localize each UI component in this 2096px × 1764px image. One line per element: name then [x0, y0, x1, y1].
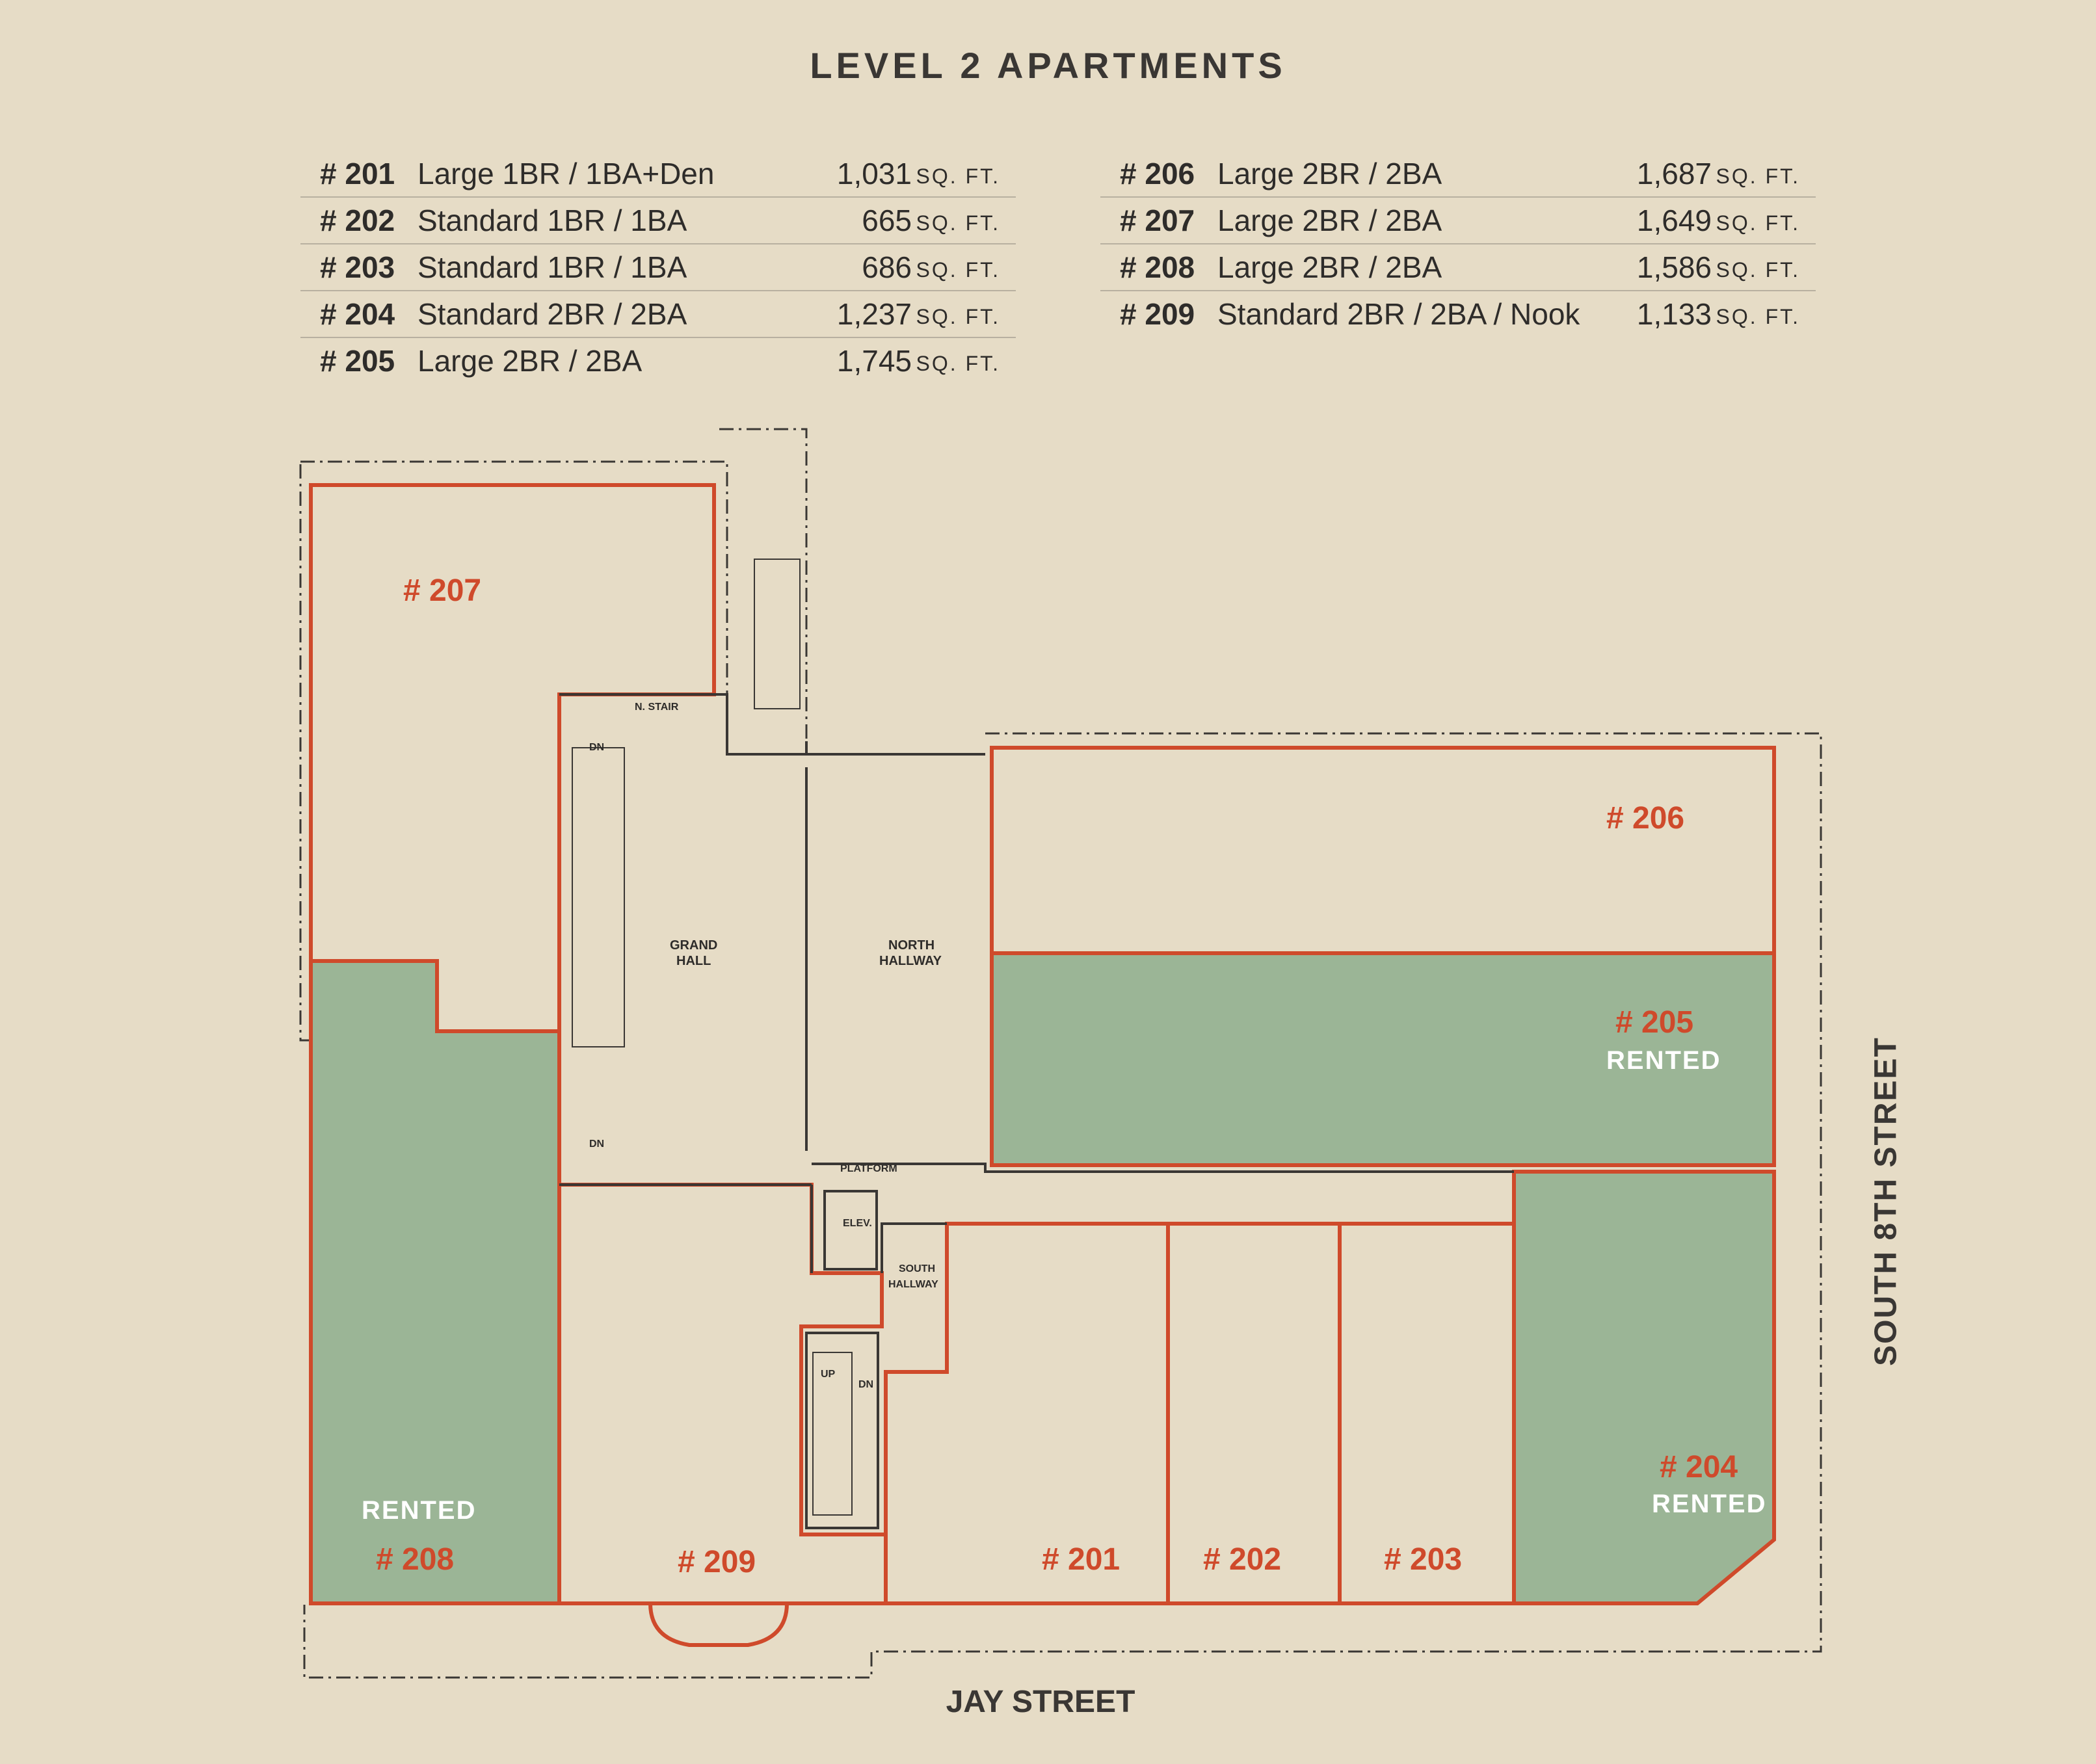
unit-type: Standard 1BR / 1BA: [418, 250, 687, 284]
unit-label-206: # 206: [1606, 801, 1684, 836]
unit-number: # 202: [320, 204, 395, 237]
unit-sqft: 686: [862, 250, 912, 284]
rented-label-204: RENTED: [1652, 1490, 1766, 1518]
unit-row-209: # 209 Standard 2BR / 2BA / Nook 1,133 SQ…: [1100, 291, 1816, 337]
unit-number: # 208: [1120, 250, 1195, 284]
unit-row-203: # 203 Standard 1BR / 1BA 686 SQ. FT.: [300, 244, 1016, 291]
page-title: LEVEL 2 APARTMENTS: [810, 45, 1286, 86]
room-label-south-hallway-1: SOUTH: [899, 1263, 935, 1274]
unit-number: # 209: [1120, 297, 1195, 331]
unit-row-208: # 208 Large 2BR / 2BA 1,586 SQ. FT.: [1100, 244, 1816, 291]
bay-window: [648, 1603, 789, 1647]
unit-row-201: # 201 Large 1BR / 1BA+Den 1,031 SQ. FT.: [300, 151, 1016, 198]
unit-label-204: # 204: [1660, 1450, 1738, 1484]
unit-number: # 207: [1120, 204, 1195, 237]
unit-sqft: 1,133: [1636, 297, 1712, 331]
unit-label-205: # 205: [1615, 1005, 1693, 1040]
unit-number: # 204: [320, 297, 395, 331]
unit-list-left: # 201 Large 1BR / 1BA+Den 1,031 SQ. FT. …: [300, 151, 1016, 384]
unit-number: # 203: [320, 250, 395, 284]
unit-type: Large 2BR / 2BA: [1217, 157, 1442, 191]
street-label-right: SOUTH 8TH STREET: [1868, 1036, 1904, 1366]
unit-label-202: # 202: [1203, 1542, 1281, 1577]
unit-sqft: 1,031: [836, 157, 912, 191]
unit-row-206: # 206 Large 2BR / 2BA 1,687 SQ. FT.: [1100, 151, 1816, 198]
unit-sqft: 1,687: [1636, 157, 1712, 191]
unit-type: Large 1BR / 1BA+Den: [418, 157, 715, 191]
unit-row-207: # 207 Large 2BR / 2BA 1,649 SQ. FT.: [1100, 198, 1816, 244]
unit-sqft-label: SQ. FT.: [1716, 258, 1800, 282]
room-label-elevator: ELEV.: [843, 1218, 872, 1229]
unit-sqft-label: SQ. FT.: [916, 165, 1000, 188]
unit-sqft: 1,649: [1636, 204, 1712, 237]
rented-label-205: RENTED: [1606, 1046, 1721, 1075]
unit-209-outline: [557, 1183, 888, 1605]
unit-row-202: # 202 Standard 1BR / 1BA 665 SQ. FT.: [300, 198, 1016, 244]
unit-sqft: 1,745: [836, 344, 912, 378]
unit-number: # 205: [320, 344, 395, 378]
unit-type: Standard 2BR / 2BA / Nook: [1217, 297, 1580, 331]
unit-number: # 201: [320, 157, 395, 191]
stair-dn-label: DN: [858, 1379, 873, 1390]
unit-sqft-label: SQ. FT.: [1716, 165, 1800, 188]
unit-list-right: # 206 Large 2BR / 2BA 1,687 SQ. FT. # 20…: [1100, 151, 1816, 337]
stair-dn-label: DN: [589, 742, 604, 753]
room-label-grand-hall-2: HALL: [676, 954, 711, 968]
room-label-north-hallway-1: NORTH: [888, 938, 935, 953]
room-label-grand-hall-1: GRAND: [670, 938, 717, 953]
unit-label-203: # 203: [1384, 1542, 1462, 1577]
unit-type: Standard 2BR / 2BA: [418, 297, 687, 331]
unit-label-208: # 208: [376, 1542, 454, 1577]
unit-207-outline: [309, 483, 716, 1033]
unit-203-outline: [1338, 1222, 1516, 1605]
unit-row-205: # 205 Large 2BR / 2BA 1,745 SQ. FT.: [300, 338, 1016, 384]
unit-sqft: 665: [862, 204, 912, 237]
stair-dn-label: DN: [589, 1139, 604, 1150]
rented-units: [309, 951, 1776, 1605]
street-label-bottom: JAY STREET: [946, 1685, 1135, 1719]
unit-type: Large 2BR / 2BA: [1217, 204, 1442, 237]
unit-sqft-label: SQ. FT.: [916, 352, 1000, 375]
stairs: [572, 559, 853, 1516]
room-label-n-stair: N. STAIR: [635, 702, 679, 713]
room-label-platform: PLATFORM: [840, 1163, 897, 1174]
unit-sqft-label: SQ. FT.: [916, 211, 1000, 235]
unit-type: Large 2BR / 2BA: [418, 344, 643, 378]
unit-type: Large 2BR / 2BA: [1217, 250, 1442, 284]
unit-label-207: # 207: [403, 573, 481, 608]
unit-sqft-label: SQ. FT.: [1716, 305, 1800, 328]
unit-row-204: # 204 Standard 2BR / 2BA 1,237 SQ. FT.: [300, 291, 1016, 338]
unit-number: # 206: [1120, 157, 1195, 191]
unit-sqft-label: SQ. FT.: [916, 305, 1000, 328]
unit-label-201: # 201: [1042, 1542, 1120, 1577]
rented-label-208: RENTED: [362, 1496, 476, 1525]
unit-sqft-label: SQ. FT.: [1716, 211, 1800, 235]
unit-sqft: 1,237: [836, 297, 912, 331]
core-walls: [559, 693, 1514, 1529]
unit-label-209: # 209: [678, 1545, 756, 1579]
room-label-south-hallway-2: HALLWAY: [888, 1279, 938, 1290]
unit-206-outline: [990, 746, 1776, 955]
unit-204-fill: [1512, 1170, 1776, 1605]
unit-type: Standard 1BR / 1BA: [418, 204, 687, 237]
stair-up-label: UP: [821, 1369, 836, 1380]
unit-sqft-label: SQ. FT.: [916, 258, 1000, 282]
unit-sqft: 1,586: [1636, 250, 1712, 284]
room-label-north-hallway-2: HALLWAY: [879, 954, 942, 968]
